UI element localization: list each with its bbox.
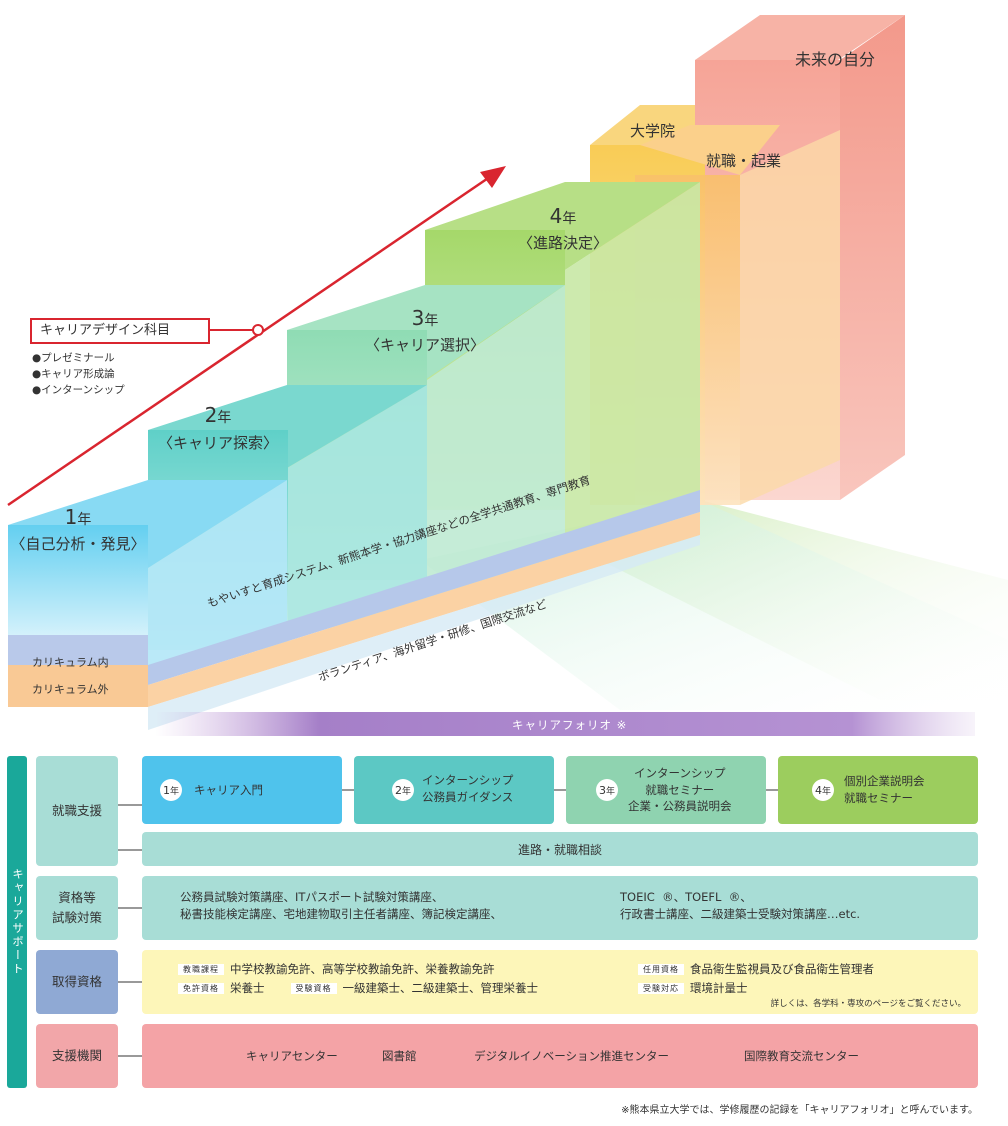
tag-appointment: 任用資格	[638, 963, 684, 976]
org-library: 図書館	[382, 1049, 417, 1063]
job-y4-text: 個別企業説明会就職セミナー	[844, 774, 925, 805]
future-label: 未来の自分	[795, 50, 876, 69]
career-arrow-head	[480, 166, 506, 188]
footnote: ※熊本県立大学では、学修履歴の記録を「キャリアフォリオ」と呼んでいます。	[621, 1105, 978, 1116]
connector	[766, 789, 778, 791]
y1-year-label: 1年	[64, 505, 92, 529]
connector	[342, 789, 354, 791]
future-block-side	[840, 15, 905, 500]
future-block-top	[695, 15, 905, 60]
band-outside-front	[8, 665, 148, 707]
qualification-courses-left: 公務員試験対策講座、ITパスポート試験対策講座、秘書技能検定講座、宅地建物取引主…	[180, 890, 502, 921]
connector	[118, 1055, 142, 1057]
qualification-box: 公務員試験対策講座、ITパスポート試験対策講座、秘書技能検定講座、宅地建物取引主…	[142, 876, 978, 940]
job-y2-text: インターンシップ公務員ガイダンス	[422, 773, 514, 804]
tag-exam-support: 受験対応	[638, 982, 684, 995]
band-inside-front	[8, 635, 148, 665]
certificates-box: 教職課程中学校教諭免許、高等学校教諭免許、栄養教諭免許 免許資格栄養士受験資格一…	[142, 950, 978, 1014]
y1-stage-label: 〈自己分析・発見〉	[10, 535, 146, 553]
row-head-qualification: 資格等試験対策	[36, 876, 118, 940]
qualification-courses-right: TOEIC ®、TOEFL ®、行政書士講座、二級建築士受験対策講座…etc.	[620, 890, 861, 921]
cert-teaching-line: 教職課程中学校教諭免許、高等学校教諭免許、栄養教諭免許	[178, 961, 495, 978]
y4-stage-label: 〈進路決定〉	[517, 234, 608, 252]
cert-note: 詳しくは、各学科・専攻のページをご覧ください。	[770, 999, 966, 1009]
job-y3-text: インターンシップ就職セミナー企業・公務員説明会	[628, 766, 732, 814]
tag-exam-eligibility: 受験資格	[290, 982, 337, 995]
job-block-top	[640, 125, 780, 175]
connector	[118, 804, 142, 806]
career-support-sidebar: キャリアサポート	[7, 756, 27, 1088]
job-y1-text: キャリア入門	[194, 783, 263, 797]
career-design-item: ●インターンシップ	[32, 384, 125, 396]
y4-year-label: 4年	[549, 204, 577, 228]
cert-license-line: 免許資格栄養士受験資格一級建築士、二級建築士、管理栄養士	[178, 980, 538, 997]
cert-exam-line: 受験対応環境計量士	[638, 980, 748, 997]
curriculum-outside-label: カリキュラム外	[32, 683, 109, 696]
row-head-organizations: 支援機関	[36, 1024, 118, 1088]
org-international-center: 国際教育交流センター	[744, 1049, 859, 1063]
job-block-side	[740, 130, 840, 505]
callout-dot	[252, 324, 264, 336]
connector	[554, 789, 566, 791]
job-label: 就職・起業	[706, 152, 782, 170]
curriculum-inside-label: カリキュラム内	[32, 656, 109, 669]
band-shadow	[148, 535, 700, 730]
y2-stage-label: 〈キャリア探索〉	[157, 434, 278, 452]
consultation-box: 進路・就職相談	[142, 832, 978, 866]
org-digital-innovation-center: デジタルイノベーション推進センター	[474, 1049, 670, 1063]
connector	[118, 849, 142, 851]
grad-label: 大学院	[630, 122, 676, 140]
y2-year-label: 2年	[204, 403, 232, 427]
y3-stage-label: 〈キャリア選択〉	[364, 336, 485, 354]
row-head-job-support: 就職支援	[36, 756, 118, 866]
tag-license: 免許資格	[178, 982, 224, 995]
portfolio-label: キャリアフォリオ ※	[512, 718, 628, 732]
y1-block-front	[8, 525, 148, 635]
portfolio-bar	[155, 712, 975, 736]
y2-block-side	[288, 385, 427, 640]
career-design-item: ●プレゼミナール	[32, 352, 115, 364]
connector	[118, 981, 142, 983]
career-design-item: ●キャリア形成論	[32, 368, 115, 380]
connector	[118, 907, 142, 909]
org-career-center: キャリアセンター	[246, 1049, 338, 1063]
band-inside-diagonal	[148, 490, 700, 685]
row-head-certificates: 取得資格	[36, 950, 118, 1014]
y3-year-label: 3年	[411, 306, 439, 330]
band-outside-diagonal	[148, 512, 700, 707]
y3-block-side	[427, 285, 565, 600]
organizations-box: キャリアセンター 図書館 デジタルイノベーション推進センター 国際教育交流センタ…	[142, 1024, 978, 1088]
career-design-box: キャリアデザイン科目	[30, 318, 210, 344]
staircase-diagram	[7, 15, 1008, 736]
career-arrow	[7, 168, 501, 507]
tag-teaching-course: 教職課程	[178, 963, 224, 976]
y4-block-side	[565, 182, 700, 560]
career-support-label: キャリアサポート	[11, 868, 25, 976]
cert-appointment-line: 任用資格食品衛生監視員及び食品衛生管理者	[638, 961, 874, 978]
